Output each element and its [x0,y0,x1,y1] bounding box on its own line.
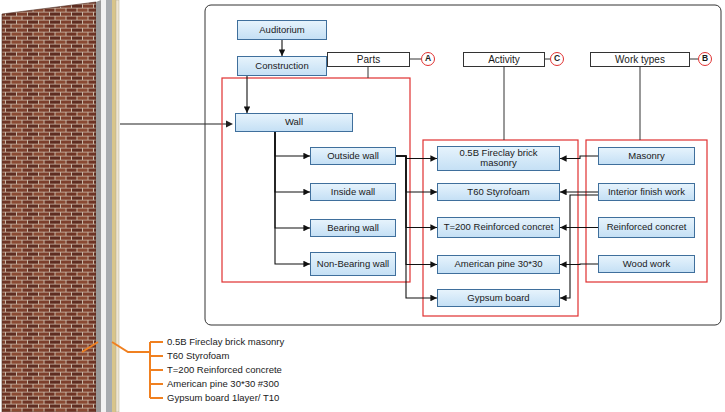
connector-arrow [281,40,282,56]
header-box: Parts [327,52,410,67]
node-text: Auditorium [259,25,304,35]
connector-arrow [396,156,437,192]
connector-arrow [396,156,437,228]
node-text: T=200 Reinforced concret [444,222,554,232]
connector-arrow [246,76,247,113]
header-box: Work types [590,52,690,67]
layer-label: T=200 Reinforced concrete [167,364,282,375]
activity-box: T=200 Reinforced concret [437,217,560,238]
worktype-box: Wood work [598,255,695,273]
connector-arrow [275,132,310,228]
connector-arrow [560,227,598,228]
node-text: Bearing wall [327,223,379,233]
title-box: Auditorium [237,20,327,40]
worktype-box: Reinforced concret [598,217,695,238]
connector-arrow [275,132,310,156]
connector-arrow [275,132,310,192]
node-text: Wood work [623,259,670,269]
activity-box: Gypsum board [437,289,560,307]
node-text: Work types [615,54,665,65]
layer-label: 0.5B Fireclay brick masonry [167,336,284,347]
part-box: Outside wall [310,147,396,165]
wall-section [2,0,119,412]
layer-leader [82,342,163,398]
node-text: T60 Styrofoam [467,187,529,197]
worktype-box: Masonry [598,147,695,165]
part-box: Wall [235,113,353,132]
node-text: Outside wall [327,151,379,161]
connector-arrow [560,191,598,192]
activity-box: American pine 30*30 [437,255,560,274]
connector-arrow [560,263,598,265]
worktype-group [586,140,707,282]
part-box: Non-Bearing wall [310,252,396,276]
connector-arrow [275,132,310,264]
activity-box: T60 Styrofoam [437,183,560,201]
panel-frame [205,5,721,325]
node-text: Gypsum board [467,293,529,303]
group-tie [368,59,698,140]
node-text: American pine 30*30 [454,259,542,269]
connector-arrow [560,195,598,298]
node-text: Reinforced concret [607,222,687,232]
node-text: Activity [488,54,520,65]
part-box: Inside wall [310,183,396,201]
node-text: Interior finish work [608,187,685,197]
layer-label: T60 Styrofoam [167,350,229,361]
connector-arrow [560,156,598,158]
callout-letter: C [550,52,564,66]
parts-group [222,78,410,282]
layer-label: American pine 30*30 #300 [167,378,279,389]
worktype-box: Interior finish work [598,183,695,201]
process-box: Construction [237,56,327,76]
connector-arrow [396,156,437,265]
header-box: Activity [463,52,545,67]
layer-label: Gypsum board 1layer/ T10 [167,392,279,403]
node-text: Masonry [628,151,664,161]
node-text: Construction [255,61,308,71]
callout-letter: A [421,52,435,66]
node-text: 0.5B Fireclay brick masonry [441,148,556,169]
node-text: Non-Bearing wall [317,259,389,269]
activity-box: 0.5B Fireclay brick masonry [437,146,560,171]
node-text: Parts [357,54,380,65]
wall-pointer [120,121,233,128]
connector-arrow [396,156,437,298]
callout-letter: B [698,52,712,66]
activity-group [423,140,578,316]
node-text: Inside wall [331,187,375,197]
node-text: Wall [285,117,303,127]
part-box: Bearing wall [310,219,396,237]
